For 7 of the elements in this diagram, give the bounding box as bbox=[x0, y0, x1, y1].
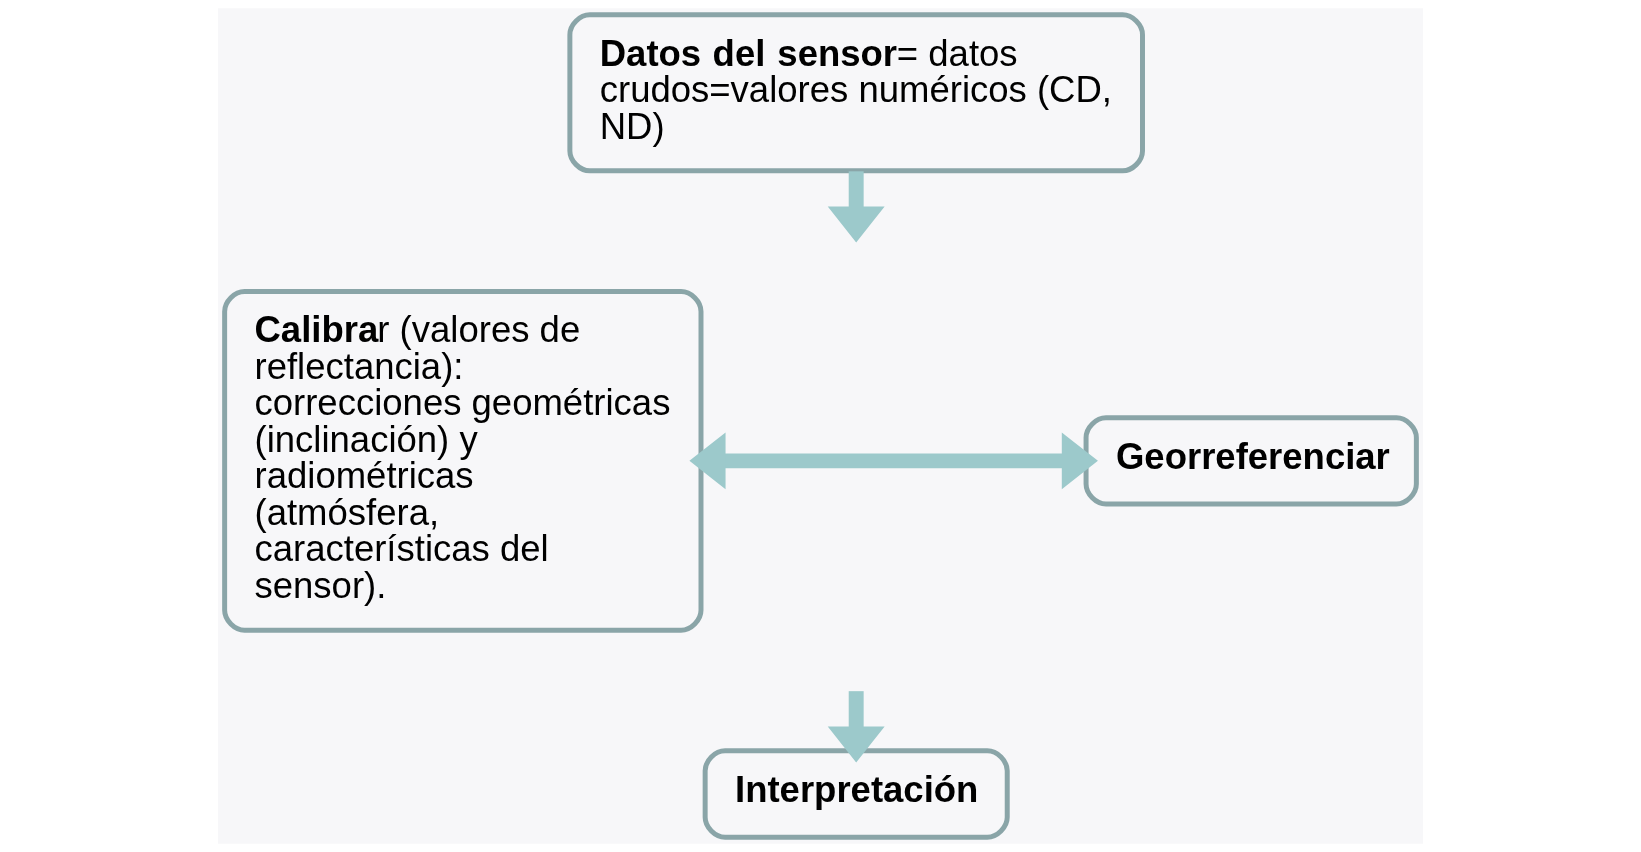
node-box: Interpretación bbox=[702, 748, 1010, 840]
node-box: Calibrar (valores de reflectancia): correcciones geométricas (inclinación) y radiométricas (atmósfera, características del sensor). bbox=[222, 289, 704, 633]
node-box: Georreferenciar bbox=[1083, 415, 1419, 507]
arrow bbox=[827, 691, 885, 763]
node-box: Datos del sensor= datos crudos=valores numéricos (CD, ND) bbox=[567, 12, 1145, 174]
arrow bbox=[689, 432, 1098, 490]
arrow bbox=[827, 171, 885, 243]
